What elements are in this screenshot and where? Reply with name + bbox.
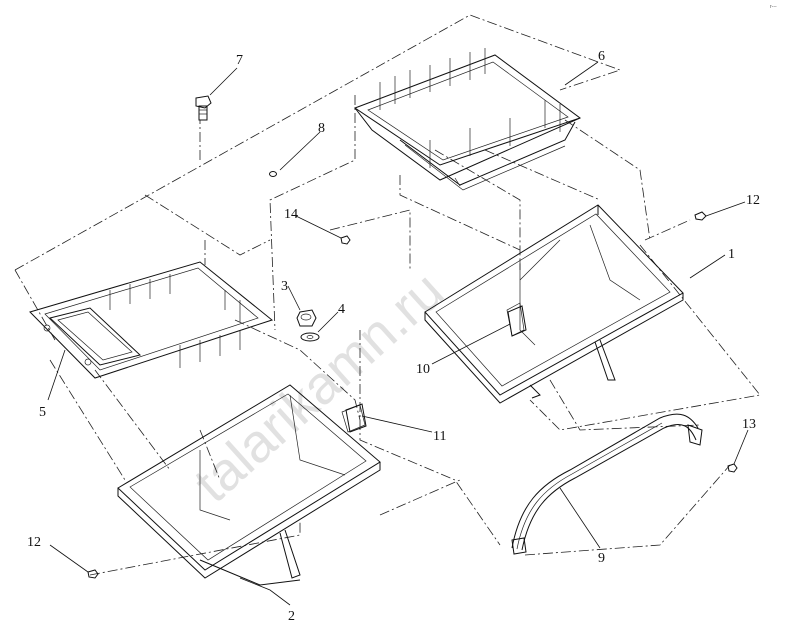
part-4-washer bbox=[300, 332, 320, 342]
watermark-text: talarikamn.ru bbox=[183, 260, 455, 513]
part-2-frame bbox=[117, 384, 381, 586]
part-12-screw-left bbox=[87, 569, 99, 579]
callout-14: 14 bbox=[284, 207, 298, 222]
part-14-screw bbox=[340, 235, 351, 245]
callout-9: 9 bbox=[598, 551, 605, 566]
part-6-tray bbox=[353, 48, 582, 191]
callout-10: 10 bbox=[416, 362, 430, 377]
callout-13: 13 bbox=[742, 417, 756, 432]
callout-7: 7 bbox=[236, 53, 243, 68]
part-8-washer bbox=[269, 171, 277, 177]
callout-12-right: 12 bbox=[746, 193, 760, 208]
part-10-bracket bbox=[507, 305, 527, 337]
callout-2: 2 bbox=[288, 609, 295, 624]
callout-11: 11 bbox=[433, 429, 446, 444]
part-3-nut bbox=[296, 309, 317, 327]
part-5-floor-panel bbox=[29, 261, 274, 379]
callout-3: 3 bbox=[281, 279, 288, 294]
callout-12-left: 12 bbox=[27, 535, 41, 550]
part-11-bracket bbox=[345, 403, 367, 433]
leader-lines bbox=[47, 61, 749, 606]
assembly-lines bbox=[14, 14, 761, 576]
callouts: 1 2 3 4 5 6 7 8 9 10 11 12 12 13 14 bbox=[27, 49, 760, 624]
callout-6: 6 bbox=[598, 49, 605, 64]
callout-4: 4 bbox=[338, 302, 345, 317]
callout-5: 5 bbox=[39, 405, 46, 420]
part-1-frame bbox=[424, 204, 684, 404]
callout-1: 1 bbox=[728, 247, 735, 262]
part-9-curved-bar bbox=[511, 413, 703, 555]
part-12-screw-right bbox=[694, 211, 707, 221]
corner-mark: r--- bbox=[770, 4, 777, 10]
part-13-screw bbox=[727, 463, 738, 473]
callout-8: 8 bbox=[318, 121, 325, 136]
part-7-bolt bbox=[195, 95, 212, 121]
